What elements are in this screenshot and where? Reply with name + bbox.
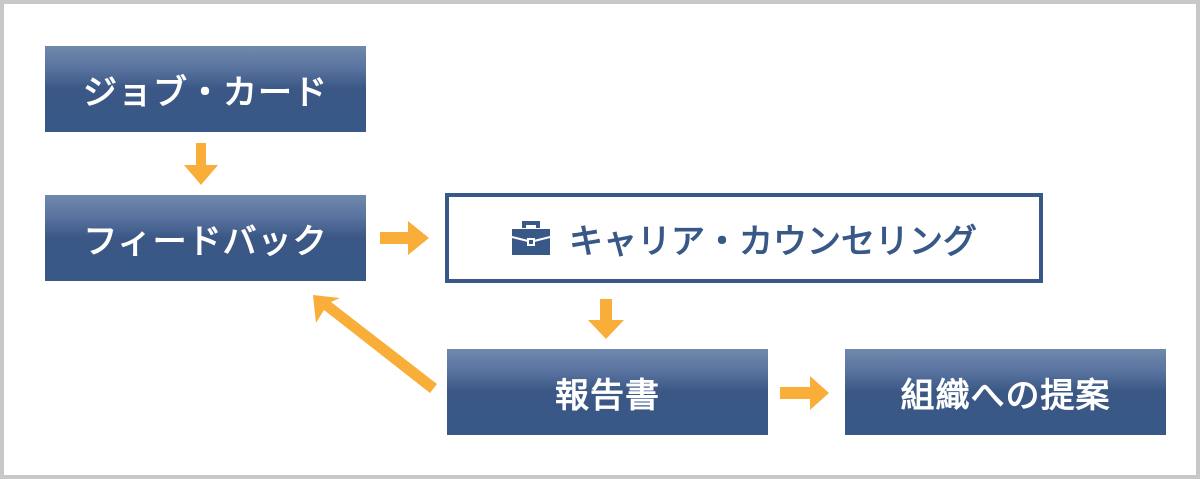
arrow-career-to-report	[588, 299, 624, 339]
node-feedback: フィードバック	[45, 195, 366, 281]
arrow-jobcard-to-feedback	[184, 143, 218, 185]
arrow-report-to-feedback	[313, 295, 437, 393]
node-job-card: ジョブ・カード	[45, 46, 366, 132]
node-proposal-label: 組織への提案	[900, 375, 1111, 416]
arrow-feedback-to-career	[380, 221, 429, 255]
arrow-report-to-proposal	[780, 376, 829, 410]
briefcase-icon	[511, 220, 551, 256]
node-report-label: 報告書	[555, 375, 660, 416]
node-career-counseling-label: キャリア・カウンセリング	[569, 221, 977, 262]
node-feedback-label: フィードバック	[83, 221, 328, 262]
node-career-counseling: キャリア・カウンセリング	[445, 193, 1043, 283]
node-job-card-label: ジョブ・カード	[83, 72, 328, 113]
node-proposal: 組織への提案	[845, 349, 1166, 435]
node-report: 報告書	[447, 349, 768, 435]
